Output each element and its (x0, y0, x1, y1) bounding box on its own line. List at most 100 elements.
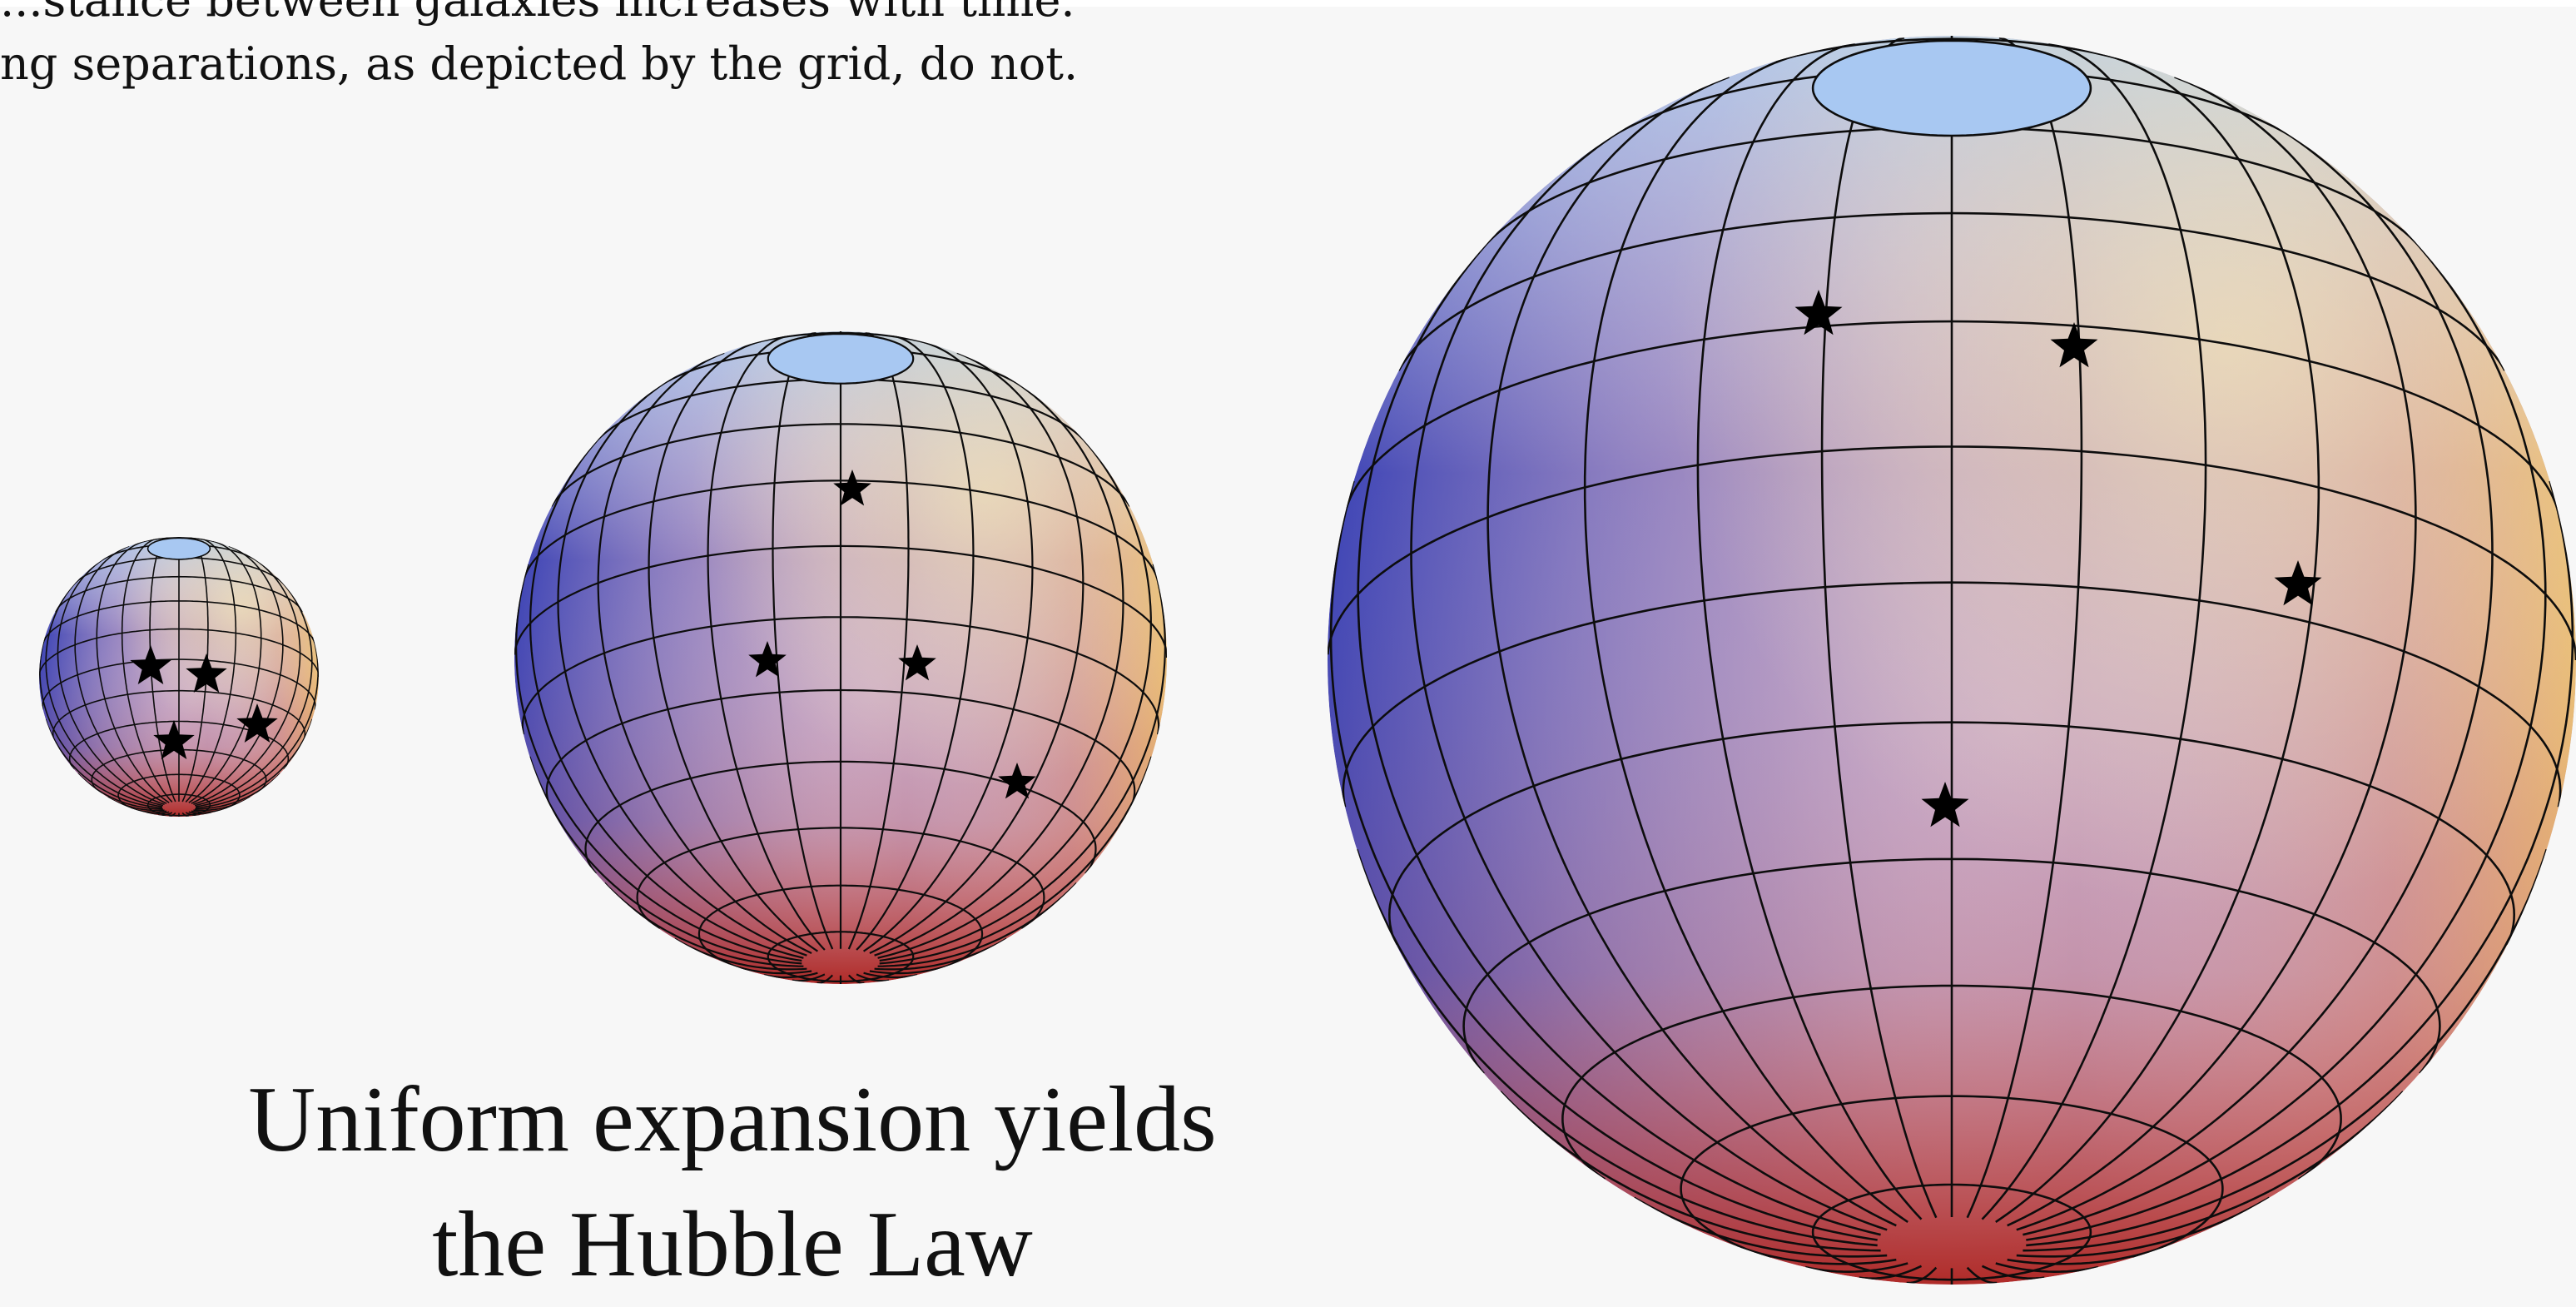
title-line-1: Uniform expansion yields (248, 1068, 1217, 1171)
star-icon (130, 645, 171, 684)
longitude-line (146, 811, 170, 815)
star-icon (1921, 782, 1969, 827)
longitude-line (1981, 1265, 2045, 1280)
longitude-line (603, 882, 804, 967)
longitude-line (1995, 1262, 2099, 1274)
star-icon (153, 720, 195, 759)
longitude-line (816, 974, 834, 984)
longitude-line (1356, 848, 1878, 1247)
longitude-line (2023, 235, 2547, 1236)
longitude-line (763, 972, 818, 979)
longitude-line (707, 334, 826, 951)
caption-line-1: ...stance between galaxies increases wit… (0, 0, 1075, 27)
longitude-line (2007, 1245, 2168, 1265)
top-strip (0, 0, 2576, 7)
longitude-line (193, 556, 301, 806)
longitude-line (2016, 126, 2494, 1231)
longitude-line (874, 937, 1007, 971)
longitude-line (45, 718, 163, 809)
longitude-line (727, 962, 812, 975)
star-icon (236, 703, 278, 743)
star-icon (2050, 322, 2098, 368)
longitude-line (863, 972, 918, 979)
longitude-line (529, 435, 804, 959)
longitude-line (1329, 480, 1878, 1241)
longitude-line (191, 545, 284, 804)
longitude-line (1804, 1262, 1908, 1274)
longitude-line (195, 773, 281, 810)
medium-sphere-grid (514, 331, 1167, 984)
longitude-line (130, 807, 167, 813)
longitude-line (45, 581, 164, 807)
longitude-line (792, 973, 826, 982)
longitude-line (2016, 1196, 2271, 1258)
longitude-line (185, 538, 237, 803)
diagram-title: Uniform expansion yields the Hubble Law (179, 1057, 1286, 1307)
longitude-line (57, 556, 165, 806)
longitude-line (1410, 126, 1888, 1231)
longitude-line (879, 756, 1153, 965)
star-icon (2274, 560, 2322, 606)
title-line-2: the Hubble Law (432, 1193, 1033, 1296)
longitude-line (1633, 1196, 1888, 1258)
longitude-line (1583, 53, 1908, 1223)
longitude-line (188, 811, 212, 815)
longitude-line (195, 718, 313, 809)
longitude-line (2026, 480, 2574, 1241)
longitude-line (877, 435, 1152, 959)
pole-cap (1811, 39, 2092, 137)
longitude-line (1906, 1266, 1938, 1285)
longitude-line (77, 773, 163, 810)
star-icon (998, 763, 1036, 799)
longitude-line (1981, 42, 2207, 1220)
medium-sphere (514, 331, 1167, 984)
longitude-line (1357, 235, 1881, 1236)
longitude-line (195, 636, 319, 808)
longitude-line (168, 812, 176, 817)
longitude-line (1859, 1265, 1923, 1280)
large-sphere-grid (1328, 36, 2576, 1285)
longitude-line (181, 812, 190, 817)
longitude-line (1499, 1091, 1881, 1252)
longitude-line (674, 937, 807, 971)
large-sphere (1328, 36, 2576, 1285)
longitude-line (1487, 76, 1897, 1227)
longitude-line (877, 882, 1078, 967)
longitude-line (869, 351, 1085, 954)
longitude-line (2023, 1091, 2405, 1252)
star-icon (186, 654, 227, 693)
longitude-line (1735, 1245, 1897, 1265)
longitude-line (648, 340, 819, 952)
longitude-line (869, 962, 954, 975)
longitude-line (121, 538, 173, 803)
star-icon (898, 644, 936, 681)
longitude-line (514, 564, 802, 962)
longitude-line (862, 340, 1034, 952)
longitude-line (557, 378, 807, 957)
longitude-line (879, 564, 1167, 962)
longitude-line (185, 812, 201, 817)
pole-cap (146, 537, 211, 560)
longitude-line (157, 812, 173, 817)
longitude-line (2007, 76, 2417, 1227)
pole-cap (767, 332, 915, 385)
star-icon (1794, 290, 1843, 335)
star-icon (833, 470, 871, 506)
longitude-line (597, 351, 812, 954)
longitude-line (1696, 42, 1923, 1220)
longitude-line (96, 540, 170, 803)
longitude-line (529, 756, 802, 965)
star-icon (748, 641, 787, 678)
longitude-line (188, 540, 262, 803)
caption-line-2: ng separations, as depicted by the grid,… (0, 37, 1079, 90)
longitude-line (856, 973, 890, 982)
longitude-line (193, 796, 251, 812)
longitude-line (847, 974, 865, 984)
longitude-line (1966, 1266, 1998, 1285)
longitude-line (856, 334, 975, 951)
latitude-line (1328, 445, 2576, 661)
longitude-line (2026, 848, 2548, 1247)
small-sphere (39, 537, 319, 817)
longitude-line (191, 807, 228, 813)
